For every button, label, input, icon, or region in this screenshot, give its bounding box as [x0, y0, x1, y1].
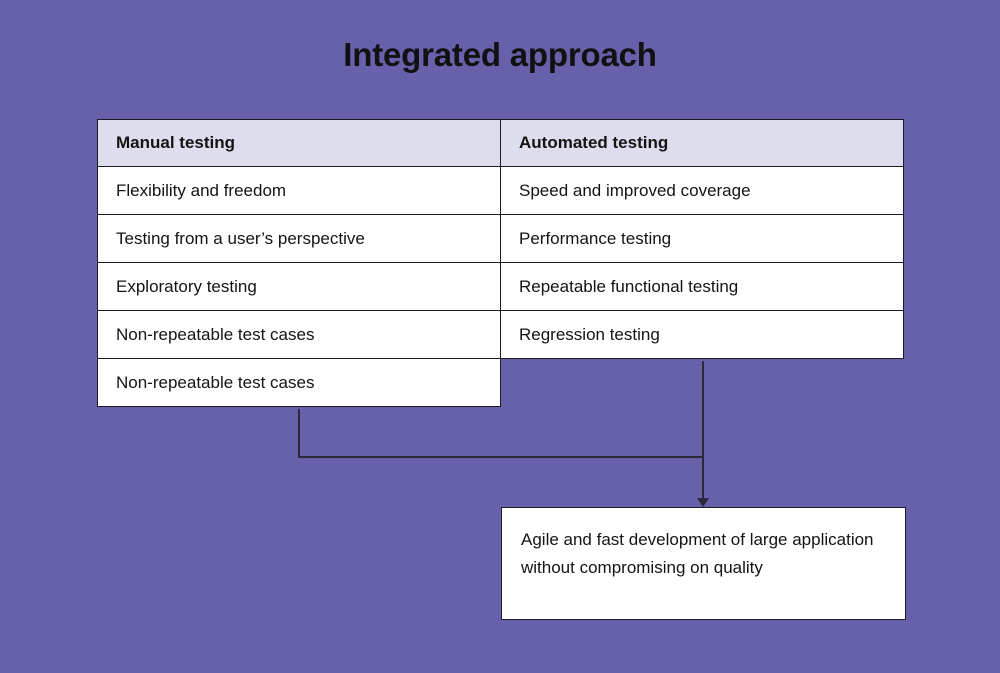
table-cell-manual-1: Flexibility and freedom	[97, 167, 501, 215]
table-row: Flexibility and freedom Speed and improv…	[97, 167, 904, 215]
table-header-automated-testing: Automated testing	[500, 119, 904, 167]
table-cell-automated-2: Performance testing	[500, 215, 904, 263]
table-row: Non-repeatable test cases	[97, 359, 904, 407]
connector-line-horizontal	[298, 456, 704, 458]
arrow-down-icon	[697, 498, 709, 507]
table-header-manual-testing: Manual testing	[97, 119, 501, 167]
table-row: Exploratory testing Repeatable functiona…	[97, 263, 904, 311]
comparison-table: Manual testing Automated testing Flexibi…	[97, 119, 904, 407]
table-cell-automated-1: Speed and improved coverage	[500, 167, 904, 215]
table-cell-manual-5: Non-repeatable test cases	[97, 359, 501, 407]
table-cell-manual-2: Testing from a user’s perspective	[97, 215, 501, 263]
table-cell-automated-3: Repeatable functional testing	[500, 263, 904, 311]
page-title: Integrated approach	[343, 36, 657, 73]
table-cell-manual-3: Exploratory testing	[97, 263, 501, 311]
table-cell-manual-4: Non-repeatable test cases	[97, 311, 501, 359]
connector-line-automated-vertical	[702, 361, 704, 503]
table-row: Non-repeatable test cases Regression tes…	[97, 311, 904, 359]
connector-line-manual-vertical	[298, 409, 300, 458]
result-box: Agile and fast development of large appl…	[501, 507, 906, 620]
table-cell-automated-4: Regression testing	[500, 311, 904, 359]
table-header-row: Manual testing Automated testing	[97, 119, 904, 167]
table-row: Testing from a user’s perspective Perfor…	[97, 215, 904, 263]
